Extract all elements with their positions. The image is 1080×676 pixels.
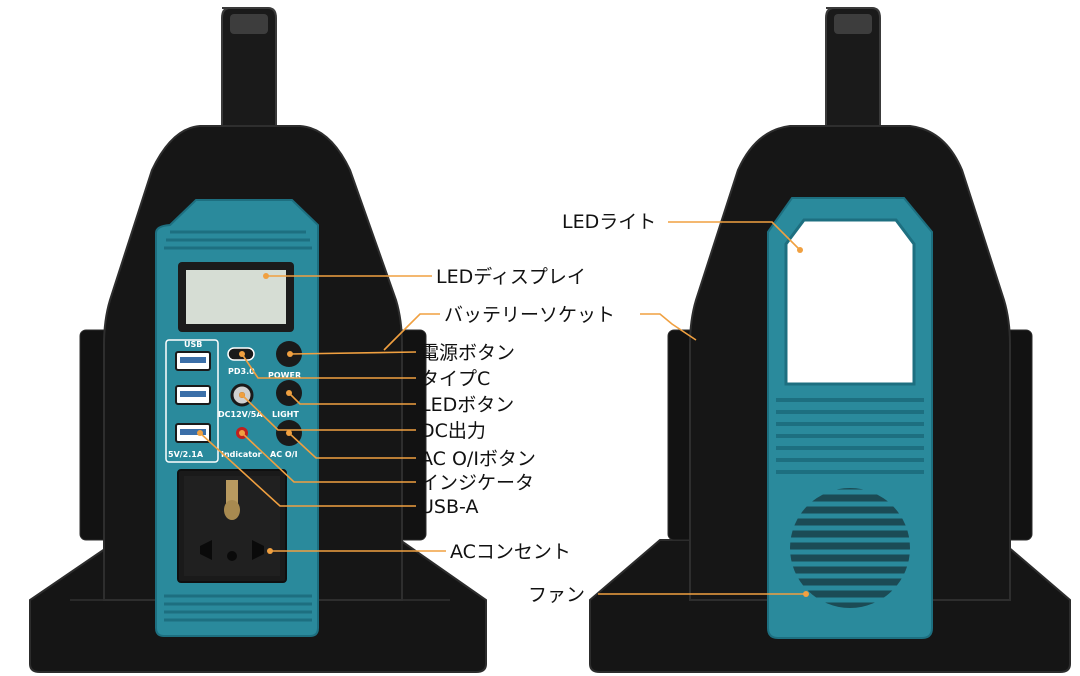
leader-dot-usb-a [197,430,203,436]
callout-fan: ファン [528,584,585,606]
leader-dot-lcd [263,273,269,279]
leader-back-battery-socket [640,313,697,341]
leader-dot-led-light [797,247,803,253]
callout-power-button: 電源ボタン [420,342,515,364]
callout-lcd: LEDディスプレイ [436,266,586,288]
leader-battery-socket [383,313,440,351]
front-callouts: LEDディスプレイ バッテリーソケット 電源ボタン タイプC LEDボタン DC… [197,266,615,563]
callout-indicator: インジケータ [420,472,534,494]
leader-power [289,351,417,355]
fan-grille [776,488,924,627]
back-callouts: LEDライト ファン [528,211,809,606]
leader-dot-power [287,351,293,357]
leader-dot-ac-outlet [267,548,273,554]
dc-label: DC12V/5A [218,410,263,419]
back-handle-highlight [834,14,872,34]
usb-group [165,339,219,463]
front-device: USB 5V/2.1A PD3.0 POWER DC12V/5A LIGHT I… [29,7,487,673]
callout-battery-socket: バッテリーソケット [444,304,615,326]
led-light-lamp [784,218,916,386]
callout-led-button: LEDボタン [420,394,514,416]
outlet-ground-pin [226,480,238,504]
callout-dc-output: DC出力 [420,420,486,442]
back-device [589,7,1071,673]
indicator-label: Indicator [221,450,262,459]
light-label: LIGHT [272,410,299,419]
power-label: POWER [268,371,301,380]
leader-usb-a [199,432,416,507]
callout-ac-button: AC O/Iボタン [420,448,536,470]
back-ribs [776,398,924,474]
front-bottom-ribs [164,594,312,622]
usb-ports [175,351,211,443]
leader-led-light [668,221,801,251]
leader-indicator [241,432,416,483]
leader-type-c [241,353,416,379]
callout-usb-a: USB-A [420,496,478,518]
usb-rating: 5V/2.1A [168,450,204,459]
leader-dot-dc [239,392,245,398]
leader-ac-button [288,432,416,459]
callout-type-c: タイプC [420,368,490,390]
leader-dot-fan [803,591,809,597]
pd-label: PD3.0 [228,367,255,376]
ac-label: AC O/I [270,450,298,459]
handle-grip-highlight [230,14,268,34]
lcd-screen [186,270,286,324]
leader-led-button [288,392,416,405]
callout-ac-outlet: ACコンセント [450,541,571,563]
leader-dc [241,394,416,431]
usb-header: USB [184,340,202,349]
leader-dot-indicator [239,430,245,436]
leader-dot-type-c [239,351,245,357]
leader-dot-ac-button [286,430,292,436]
front-top-ribs [164,230,312,250]
callout-led-light: LEDライト [562,211,656,233]
leader-dot-led-button [286,390,292,396]
